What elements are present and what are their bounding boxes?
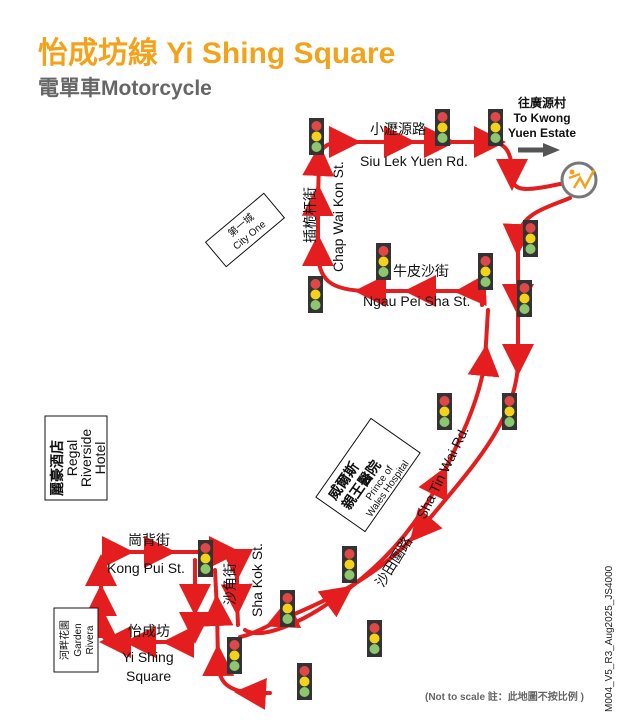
- route-sha-kok: [203, 535, 253, 627]
- traffic-light-icon: [517, 280, 532, 317]
- traffic-light-icon: [367, 620, 382, 657]
- street-kong-pui-en: Kong Pui St.: [107, 560, 185, 576]
- landmark-garden-rivera: 河畔花園 Garden Rivera: [53, 607, 99, 673]
- svg-text:河畔花園: 河畔花園: [58, 620, 71, 660]
- destination-en-1: To Kwong: [513, 111, 570, 125]
- svg-text:Rivera: Rivera: [85, 625, 96, 654]
- street-ngau-pei-sha-zh: 牛皮沙街: [393, 263, 449, 279]
- street-siu-lek-yuen-zh: 小瀝源路: [370, 121, 426, 137]
- street-yi-shing-en-1: Yi Shing: [122, 649, 174, 665]
- traffic-light-icon: [198, 540, 213, 577]
- traffic-light-icon: [342, 546, 357, 583]
- map-code: M004_V5_R3_Aug2025_JS4000: [604, 565, 615, 712]
- street-sha-tin-wai-en: Sha Tin Wai Rd.: [413, 424, 471, 521]
- landmark-prince-of-wales-hospital: 威爾斯 親王醫院 Prince of Wales Hospital: [315, 417, 421, 533]
- page-title: 怡成坊線 Yi Shing Square: [38, 37, 396, 70]
- traffic-light-icon: [309, 118, 324, 155]
- destination-en-2: Yuen Estate: [508, 126, 576, 140]
- svg-text:Garden: Garden: [73, 623, 84, 656]
- route-lower-loop: [201, 568, 272, 710]
- traffic-light-icon: [308, 276, 323, 313]
- not-to-scale-note: (Not to scale 註：此地圖不按比例 ): [425, 690, 584, 703]
- traffic-light-icon: [280, 590, 295, 627]
- street-ngau-pei-sha-en: Ngau Pei Sha St.: [363, 293, 470, 309]
- traffic-light-icon: [523, 220, 538, 257]
- traffic-light-icon: [297, 663, 312, 700]
- street-chap-wai-kon-en: Chap Wai Kon St.: [330, 161, 346, 272]
- route-yi-shing-loop: [84, 536, 212, 659]
- traffic-light-icon: [478, 253, 493, 290]
- svg-text:麗豪酒店: 麗豪酒店: [49, 440, 65, 496]
- street-chap-wai-kon-zh: 插桅杆街: [302, 187, 318, 243]
- street-kong-pui-zh: 崗背街: [128, 532, 170, 548]
- landmark-city-one: 第一城 City One: [204, 192, 286, 268]
- destination-zh: 往廣源村: [518, 95, 566, 110]
- street-sha-kok-en: Sha Kok St.: [249, 543, 265, 617]
- motorcycle-icon: [560, 161, 598, 199]
- traffic-light-icon: [376, 243, 391, 280]
- street-siu-lek-yuen-en: Siu Lek Yuen Rd.: [360, 153, 468, 169]
- street-yi-shing-zh: 怡成坊: [128, 623, 170, 639]
- traffic-light-icon: [227, 637, 242, 674]
- svg-text:Hotel: Hotel: [92, 442, 108, 475]
- svg-text:Regal: Regal: [64, 440, 80, 477]
- traffic-light-icon: [435, 109, 450, 146]
- traffic-light-icon: [488, 109, 503, 146]
- traffic-light-icon: [502, 393, 517, 430]
- traffic-light-icon: [437, 393, 452, 430]
- svg-text:Riverside: Riverside: [78, 429, 94, 488]
- street-sha-kok-zh: 沙角街: [222, 563, 238, 605]
- landmark-regal-riverside-hotel: 麗豪酒店 Regal Riverside Hotel: [44, 415, 108, 501]
- street-yi-shing-en-2: Square: [126, 668, 171, 684]
- page-subtitle: 電單車Motorcycle: [38, 77, 212, 100]
